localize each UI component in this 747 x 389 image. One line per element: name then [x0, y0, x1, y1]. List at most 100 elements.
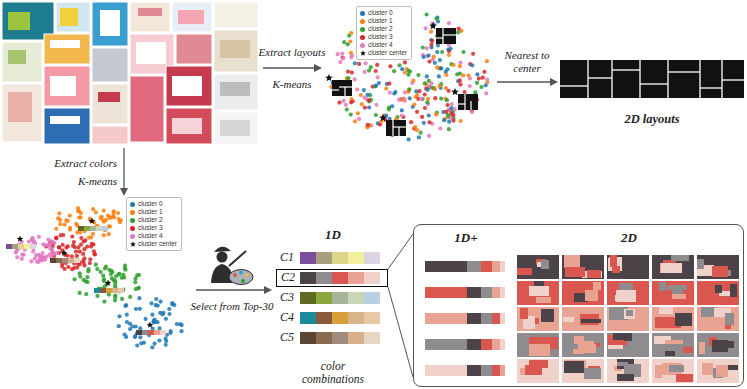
layout-block [563, 317, 574, 322]
brush [229, 251, 246, 266]
data-point [437, 84, 441, 88]
palette-bar [18, 244, 24, 249]
data-point [68, 214, 72, 218]
layout-block [669, 365, 684, 372]
data-point [403, 90, 407, 94]
step-label: C5 [280, 331, 294, 345]
data-point [336, 52, 340, 56]
center-star [325, 74, 333, 81]
layout-block [676, 374, 693, 382]
layout-block [541, 260, 549, 269]
data-point [450, 102, 454, 106]
design-thumbnail [2, 84, 42, 142]
data-point [445, 98, 449, 102]
layout-divider [392, 120, 393, 136]
step-label: C3 [280, 291, 294, 305]
data-point [64, 246, 68, 250]
arrow-head [120, 188, 128, 196]
layout-divider [699, 60, 700, 98]
layout-block [520, 308, 528, 319]
data-point [468, 84, 472, 88]
layout-block [585, 290, 598, 301]
data-point [128, 327, 132, 331]
palette [229, 270, 253, 285]
data-point [447, 21, 451, 25]
layout-divider [332, 89, 339, 90]
data-point [359, 93, 363, 97]
data-point [340, 52, 344, 56]
zoom-connector [388, 234, 413, 377]
layout-cell [697, 333, 739, 357]
legend-text: cluster 0 [138, 200, 163, 207]
data-point [433, 61, 437, 65]
data-point [123, 268, 127, 272]
layout-block [675, 313, 692, 326]
legend-text: cluster center [138, 240, 177, 247]
layout-block [564, 255, 580, 268]
layout-cell [517, 255, 559, 279]
data-point [384, 87, 388, 91]
legend-row: cluster 1 [360, 17, 407, 25]
data-point [61, 243, 65, 247]
legend-text: cluster 3 [138, 224, 163, 231]
data-point [367, 98, 371, 102]
paint-dot [241, 279, 245, 283]
layout-block [529, 337, 546, 345]
data-point [161, 312, 165, 316]
palette-bar [30, 244, 36, 249]
connector-line [388, 234, 413, 269]
data-point [470, 63, 474, 67]
data-point [353, 119, 357, 123]
color-swatch [481, 261, 492, 272]
palette-bar [62, 258, 68, 263]
data-point [387, 82, 391, 86]
design-collage [2, 2, 258, 144]
layout-cell [607, 307, 649, 331]
color-swatch [348, 332, 364, 344]
layout-block [655, 317, 674, 328]
data-point [350, 71, 354, 75]
data-point [427, 113, 431, 117]
data-point [369, 65, 373, 69]
color-combinations [300, 252, 739, 383]
data-point [374, 103, 378, 107]
color-swatch [425, 261, 467, 272]
painter-icon [211, 247, 253, 285]
layout-block [610, 255, 617, 267]
design-thumbnail [166, 66, 212, 106]
data-point [78, 250, 82, 254]
data-point [349, 113, 353, 117]
legend-swatch [130, 202, 135, 207]
data-point [77, 209, 81, 213]
data-point [144, 317, 148, 321]
layout-block [612, 266, 620, 273]
node-text: 2D layouts [624, 112, 679, 126]
legend-swatch [130, 210, 135, 215]
step-label: Nearest to center [496, 49, 558, 74]
data-point [167, 312, 171, 316]
data-point [88, 257, 92, 261]
data-point [444, 86, 448, 90]
data-point [461, 73, 465, 77]
zoom-panel: 1D+2D [413, 224, 744, 387]
data-point [66, 265, 70, 269]
data-point [71, 244, 75, 248]
color-swatch [332, 272, 348, 284]
data-point [419, 97, 423, 101]
data-point [357, 117, 361, 121]
design-thumbnail [44, 66, 90, 106]
data-point [137, 286, 141, 290]
data-point [427, 54, 431, 58]
thumbnail-detail [178, 10, 204, 24]
data-point [59, 233, 63, 237]
color-swatch [364, 272, 380, 284]
data-point [374, 113, 378, 117]
center-star [379, 114, 387, 121]
data-point [100, 215, 104, 219]
thumbnail-detail [136, 42, 166, 64]
data-point [113, 295, 117, 299]
data-point [135, 343, 139, 347]
color-swatch [500, 287, 505, 298]
data-point [419, 131, 423, 135]
layout-block [717, 341, 734, 348]
